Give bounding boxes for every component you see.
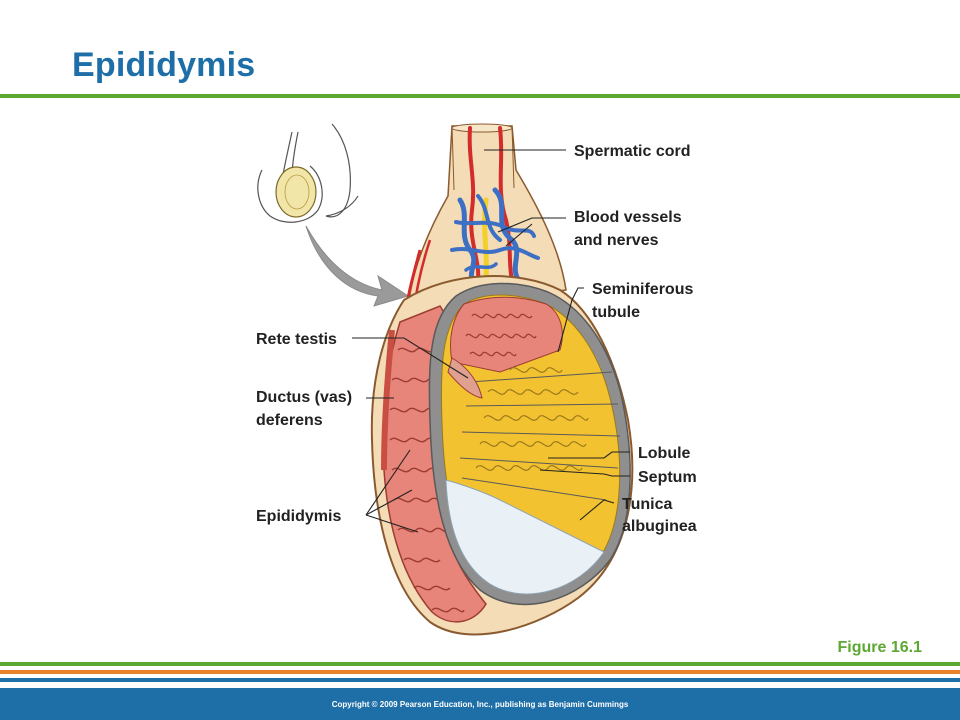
footer-stripe-orange bbox=[0, 670, 960, 674]
label-deferens: deferens bbox=[256, 412, 323, 429]
slide-title: Epididymis bbox=[72, 46, 256, 84]
label-rete-testis: Rete testis bbox=[256, 331, 337, 348]
testis bbox=[428, 282, 631, 606]
leader-lines bbox=[352, 149, 630, 533]
footer-stripe-blue bbox=[0, 678, 960, 682]
figure-reference: Figure 16.1 bbox=[837, 639, 922, 656]
footer-bar: Copyright © 2009 Pearson Education, Inc.… bbox=[0, 688, 960, 720]
ductus-deferens bbox=[381, 329, 395, 471]
label-albuginea: albuginea bbox=[622, 518, 697, 535]
zoom-arrow bbox=[305, 225, 410, 307]
label-septum: Septum bbox=[638, 469, 697, 486]
label-blood-vessels: Blood vessels bbox=[574, 209, 682, 226]
label-seminiferous: Seminiferous bbox=[592, 281, 693, 298]
rete-testis bbox=[447, 357, 483, 399]
label-tubule: tubule bbox=[592, 304, 640, 321]
copyright-text: Copyright © 2009 Pearson Education, Inc.… bbox=[331, 699, 629, 709]
title-divider bbox=[0, 94, 960, 98]
blood-vessels bbox=[450, 126, 540, 287]
inset-diagram bbox=[257, 123, 359, 223]
label-epididymis: Epididymis bbox=[256, 508, 341, 525]
label-spermatic-cord: Spermatic cord bbox=[574, 143, 690, 160]
label-lobule: Lobule bbox=[638, 445, 691, 462]
label-tunica: Tunica bbox=[622, 496, 672, 513]
inset-testis bbox=[275, 166, 317, 218]
footer-stripe-green bbox=[0, 662, 960, 666]
label-ductus-vas: Ductus (vas) bbox=[256, 389, 352, 406]
label-and-nerves: and nerves bbox=[574, 232, 659, 249]
